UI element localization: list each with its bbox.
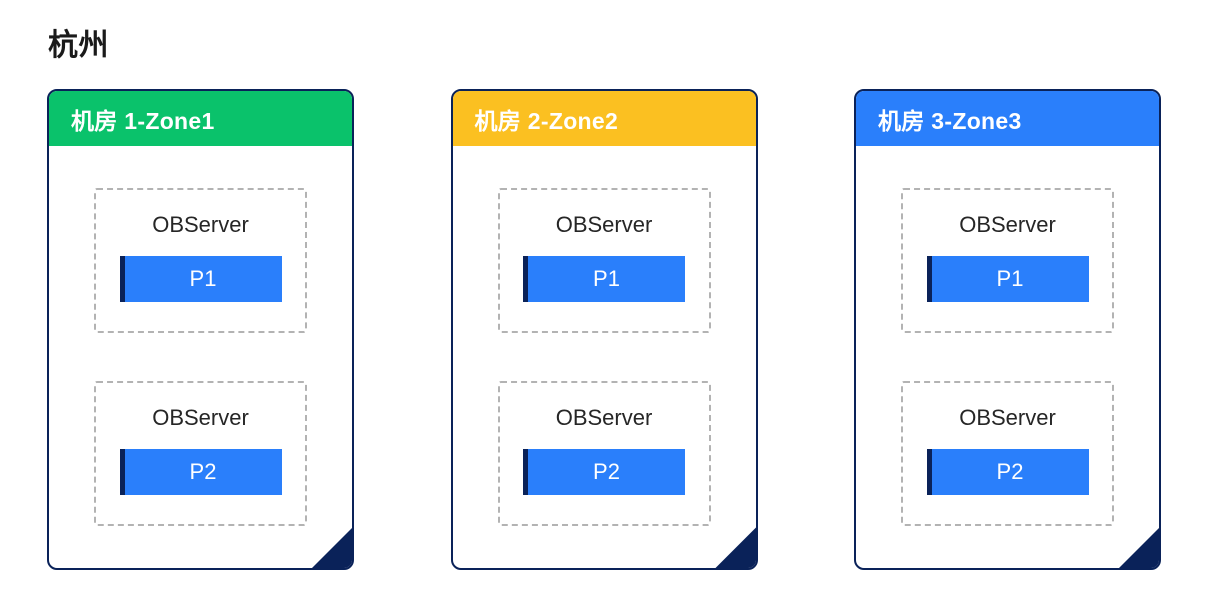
observer-box[interactable]: OBServer P2	[901, 381, 1114, 526]
zone-header-2: 机房 2-Zone2	[452, 91, 756, 146]
zone-body-3: OBServer P1 OBServer P2	[856, 146, 1159, 568]
partition-bar[interactable]: P2	[523, 449, 685, 495]
zone-body-1: OBServer P1 OBServer P2	[49, 146, 352, 568]
observer-box[interactable]: OBServer P1	[901, 188, 1114, 333]
partition-bar[interactable]: P2	[926, 449, 1089, 495]
observer-label: OBServer	[959, 212, 1056, 237]
observer-label: OBServer	[959, 405, 1056, 430]
observer-label: OBServer	[152, 405, 249, 430]
zone-header-1: 机房 1-Zone1	[49, 91, 352, 146]
observer-label: OBServer	[555, 405, 653, 430]
zone-card-3[interactable]: 机房 3-Zone3 OBServer P1 OBServer P2	[854, 89, 1161, 570]
zone-header-3: 机房 3-Zone3	[856, 91, 1159, 146]
observer-box[interactable]: OBServer P2	[497, 381, 711, 526]
zone-card-2[interactable]: 机房 2-Zone2 OBServer P1 OBServer P2	[450, 89, 758, 570]
observer-box[interactable]: OBServer P1	[94, 188, 307, 333]
partition-bar[interactable]: P1	[926, 256, 1089, 302]
observer-box[interactable]: OBServer P2	[94, 381, 307, 526]
region-title: 杭州	[48, 29, 109, 62]
partition-bar[interactable]: P1	[523, 256, 685, 302]
partition-bar[interactable]: P1	[119, 256, 282, 302]
partition-bar[interactable]: P2	[119, 449, 282, 495]
zones-row: 机房 1-Zone1 OBServer P1 OBServer P2 机房 2-…	[47, 89, 1161, 570]
observer-label: OBServer	[152, 212, 249, 237]
zone-body-2: OBServer P1 OBServer P2	[453, 146, 756, 568]
observer-label: OBServer	[555, 212, 653, 237]
zone-card-1[interactable]: 机房 1-Zone1 OBServer P1 OBServer P2	[47, 89, 354, 570]
observer-box[interactable]: OBServer P1	[497, 188, 711, 333]
